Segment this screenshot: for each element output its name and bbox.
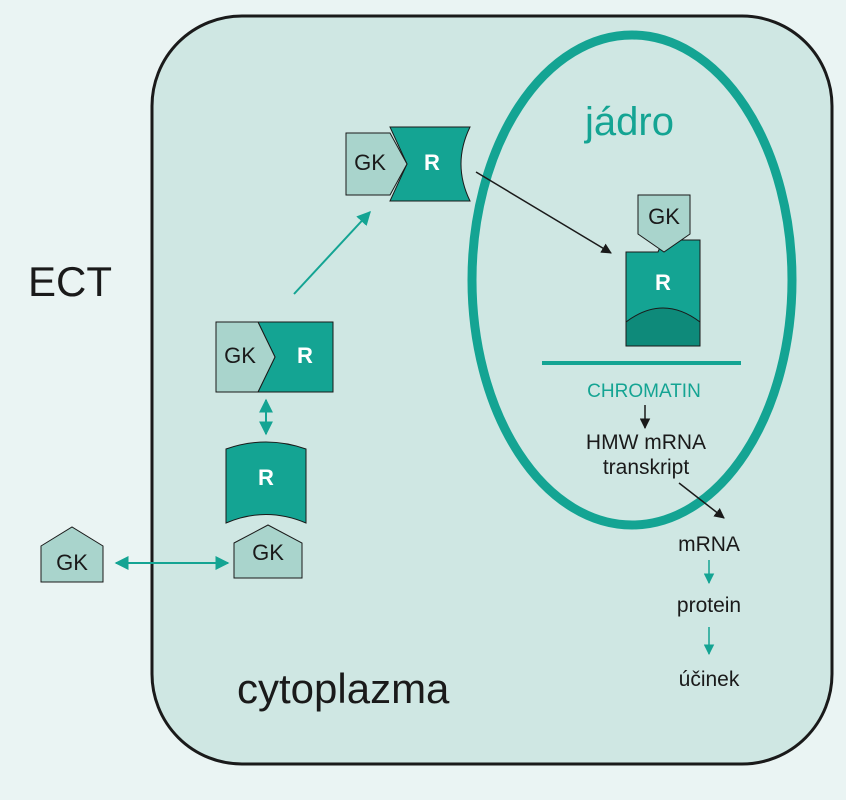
ect-label: ECT: [28, 258, 112, 305]
nuclear-r-label: R: [655, 270, 671, 295]
gk-r-complex-1: GK R: [215, 321, 334, 393]
free-gk-molecule: GK: [40, 526, 104, 583]
complex-2-r-label: R: [424, 150, 440, 175]
chromatin-label: CHROMATIN: [587, 381, 701, 402]
complex-1-gk-label: GK: [224, 343, 256, 368]
complex-1-r-label: R: [297, 343, 313, 368]
hmw-label-line2: transkript: [603, 456, 690, 479]
hmw-label-line1: HMW mRNA: [586, 431, 706, 454]
arrow-processing: [678, 482, 725, 519]
nucleus: [467, 30, 797, 530]
arrow-complex-transport: [293, 210, 371, 295]
protein-label: protein: [677, 594, 741, 617]
receptor-with-gk: GK R: [225, 441, 307, 579]
cytoplasm-label: cytoplazma: [237, 665, 450, 712]
complex-2-gk-label: GK: [354, 150, 386, 175]
free-gk-label: GK: [56, 550, 88, 575]
effect-label: účinek: [679, 668, 740, 691]
nuclear-receptor-complex: GK R: [625, 194, 701, 347]
nucleus-label: jádro: [584, 100, 674, 144]
arrow-nuclear-entry: [475, 171, 612, 254]
nuclear-gk-label: GK: [648, 204, 680, 229]
bound-gk-label: GK: [252, 540, 284, 565]
receptor-label-1: R: [258, 465, 274, 490]
gk-r-complex-2: GK R: [345, 126, 471, 202]
mrna-label: mRNA: [678, 533, 740, 556]
